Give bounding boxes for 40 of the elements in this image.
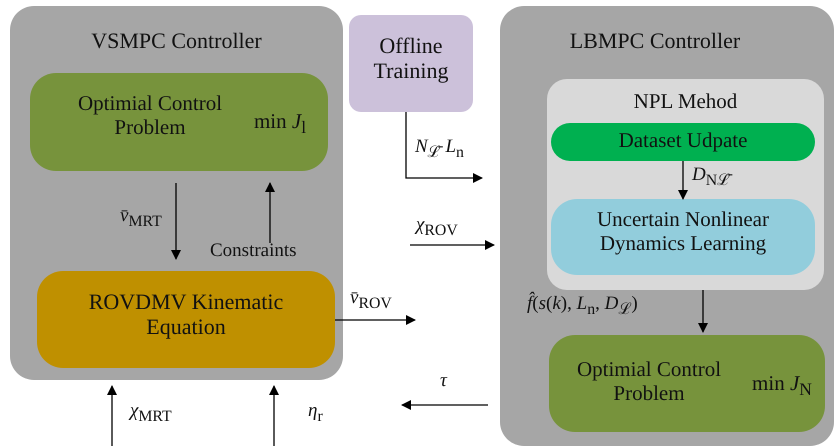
cost-function: min J$_{l}$ xyxy=(252,109,308,138)
box-text: Optimial Control Problem xyxy=(76,91,224,140)
edge-label: N$_{ℒ̄}$ L$_{n}$ xyxy=(415,136,464,162)
controller-panel xyxy=(500,6,834,446)
arrow xyxy=(401,400,488,410)
arrow xyxy=(335,315,416,325)
process-box xyxy=(551,199,815,275)
edge-label: χ$_{ROV}$ xyxy=(416,214,458,240)
edge-label: v̄$_{MRT}$ xyxy=(120,205,162,231)
process-box xyxy=(551,123,815,161)
process-box xyxy=(30,73,328,171)
edge-label: v̄$_{ROV}$ xyxy=(350,287,392,313)
panel-title: VSMPC Controller xyxy=(90,28,263,54)
box-text: Uncertain Nonlinear Dynamics Learning xyxy=(596,207,770,256)
edge-label: η$_{r}$ xyxy=(308,400,323,426)
arrow xyxy=(107,385,117,446)
arrow xyxy=(171,183,181,260)
box-text: Dataset Udpate xyxy=(618,128,748,152)
arrow xyxy=(678,161,688,200)
edge-label: χ$_{MRT}$ xyxy=(130,400,172,426)
arrow xyxy=(405,112,483,183)
box-text: ROVDMV Kinematic Equation xyxy=(88,289,284,340)
cost-function: min J$_{N}$ xyxy=(751,371,813,400)
edge-label: D$_{Nℒ̄}$ xyxy=(692,164,730,190)
arrow xyxy=(269,385,279,446)
edge-label: Constraints xyxy=(210,240,297,262)
process-box xyxy=(549,335,825,432)
controller-panel xyxy=(10,6,343,380)
edge-label: τ xyxy=(440,370,447,392)
arrow xyxy=(698,290,708,333)
arrow xyxy=(410,240,495,250)
process-box xyxy=(349,15,473,112)
panel-title: Offline Training xyxy=(372,33,450,84)
arrow xyxy=(265,182,275,243)
process-box xyxy=(37,271,335,368)
panel-title: NPL Mehod xyxy=(632,89,738,114)
panel-title: LBMPC Controller xyxy=(568,28,742,54)
box-text: Optimial Control Problem xyxy=(576,357,722,406)
method-panel xyxy=(547,79,824,290)
edge-label: f̂(s(k), L$_{n}$, D$_{ℒ}$) xyxy=(527,293,638,319)
